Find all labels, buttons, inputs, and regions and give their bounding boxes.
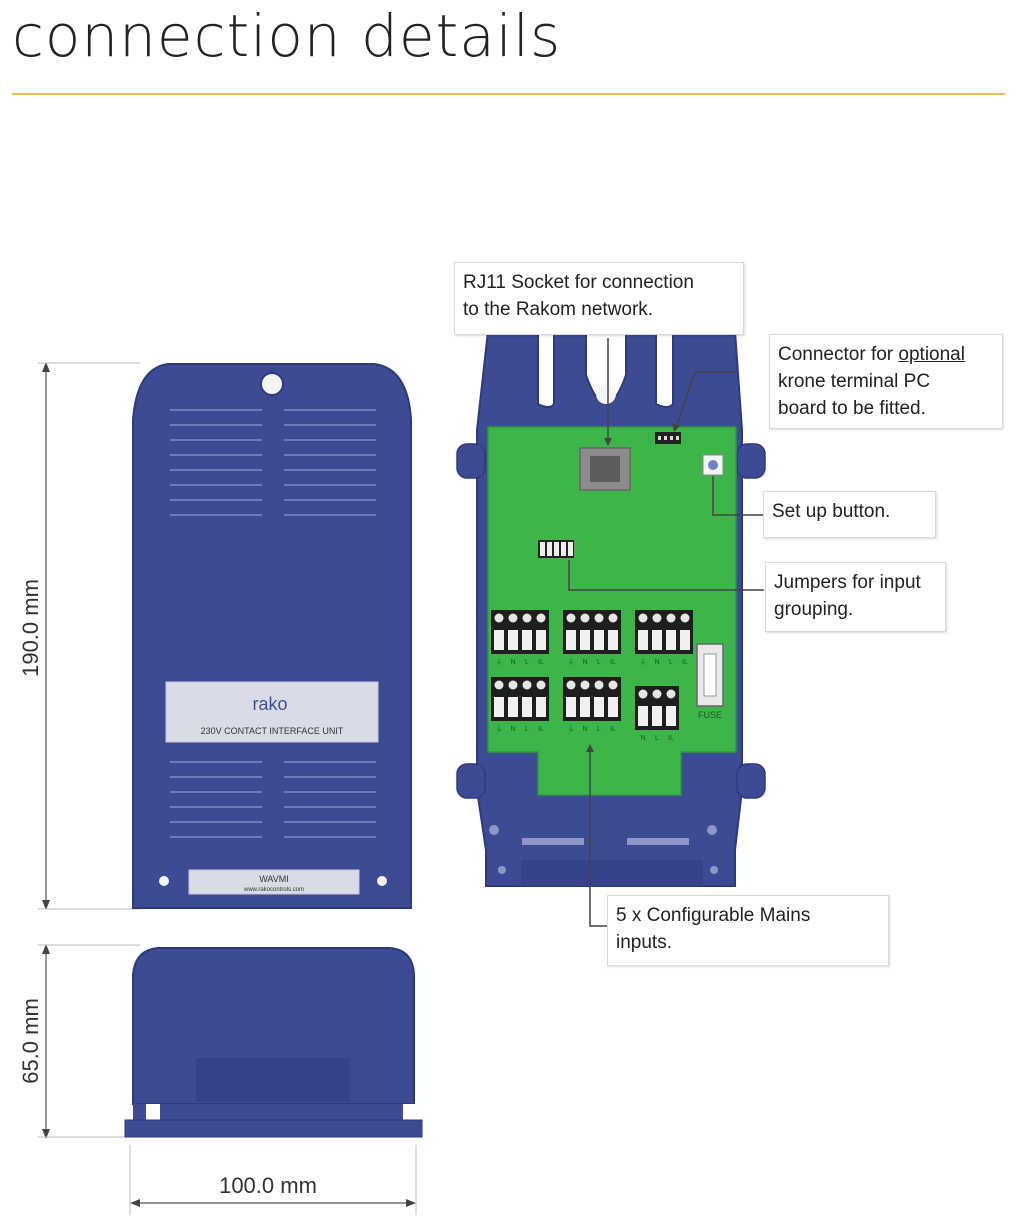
vent-top — [170, 409, 376, 516]
mains-input-terminals: ⏚ N L IL ⏚ N L IL ⏚ N L IL ⏚ N L IL ⏚ N L IL N L IL — [491, 610, 693, 742]
terminal-label: L — [525, 659, 529, 666]
height-side-label: 65.0 mm — [18, 998, 43, 1084]
width-dimension: 100.0 mm — [129, 1145, 417, 1215]
width-label: 100.0 mm — [219, 1173, 317, 1198]
terminal-label: ⏚ — [568, 658, 575, 666]
jumper-block — [538, 540, 574, 558]
callout-rj11-line2: to the Rakom network. — [463, 299, 654, 320]
fuse-label: FUSE — [698, 710, 722, 720]
callout-setup-line1: Set up button. — [772, 501, 891, 522]
callout-connector-line2: krone terminal PC — [778, 371, 931, 392]
terminal-label: ⏚ — [640, 658, 647, 666]
screw-hole-right — [377, 876, 387, 886]
screw-hole-left — [159, 876, 169, 886]
terminal-label: N — [640, 735, 645, 742]
terminal-label: L — [525, 726, 529, 733]
model-label-plate — [188, 869, 360, 895]
terminal-label: IL — [610, 726, 616, 733]
callout-setup: Set up button. — [763, 491, 936, 538]
website-label: www.rakocontrols.com — [243, 887, 304, 893]
callout-mains-line1: 5 x Configurable Mains — [616, 905, 811, 926]
callout-mains: 5 x Configurable Mains inputs. — [607, 895, 889, 966]
terminal-label: IL — [668, 735, 674, 742]
callout-connector-line3: board to be fitted. — [778, 398, 926, 419]
callout-jumpers: Jumpers for input grouping. — [765, 562, 946, 632]
product-label: 230V CONTACT INTERFACE UNIT — [201, 726, 344, 736]
callout-rj11-line1: RJ11 Socket for connection — [463, 272, 694, 293]
terminal-label: N — [510, 726, 515, 733]
terminal-label: L — [597, 726, 601, 733]
terminal-block: ⏚ N L IL — [563, 677, 621, 733]
terminal-label: IL — [538, 726, 544, 733]
krone-connector — [655, 432, 681, 444]
title-divider — [12, 93, 1005, 95]
terminal-label: IL — [682, 659, 688, 666]
terminal-label: N — [582, 659, 587, 666]
terminal-label: ⏚ — [496, 658, 503, 666]
height-main-label: 190.0 mm — [18, 579, 43, 677]
callout-connector-prefix: Connector for — [778, 344, 899, 365]
mounting-hole — [260, 372, 284, 396]
terminal-label: L — [655, 735, 659, 742]
callout-jumpers-line1: Jumpers for input — [774, 572, 921, 593]
model-label: WAVMI — [259, 874, 289, 884]
callout-rj11: RJ11 Socket for connection to the Rakom … — [454, 262, 744, 335]
terminal-label: L — [669, 659, 673, 666]
terminal-label: ⏚ — [496, 725, 503, 733]
open-unit: ⏚ N L IL ⏚ N L IL ⏚ N L IL ⏚ N L IL ⏚ N L IL N L IL FUSE — [456, 330, 766, 887]
height-dimension-main: 190.0 mm — [18, 362, 140, 910]
terminal-block: ⏚ N L IL — [635, 610, 693, 666]
height-dimension-side: 65.0 mm — [18, 944, 140, 1139]
terminal-block: ⏚ N L IL — [491, 610, 549, 666]
callout-mains-line2: inputs. — [616, 932, 672, 953]
terminal-block: ⏚ N L IL — [491, 677, 549, 733]
side-view — [124, 947, 423, 1138]
terminal-label: N — [654, 659, 659, 666]
callout-jumpers-line2: grouping. — [774, 599, 854, 620]
terminal-label: L — [597, 659, 601, 666]
callout-connector-line1: Connector for optional — [778, 341, 994, 368]
terminal-block: N L IL — [635, 686, 679, 742]
terminal-label: N — [510, 659, 515, 666]
front-unit: rako 230V CONTACT INTERFACE UNIT WAVMI w… — [132, 363, 412, 909]
brand-label: rako — [252, 694, 287, 714]
side-recess — [196, 1058, 350, 1102]
terminal-label: IL — [610, 659, 616, 666]
vent-bottom — [170, 761, 376, 838]
callout-connector: Connector for optional krone terminal PC… — [769, 334, 1003, 429]
page-title: connection details — [12, 2, 562, 70]
terminal-label: N — [582, 726, 587, 733]
terminal-label: IL — [538, 659, 544, 666]
callout-connector-underlined: optional — [898, 344, 965, 365]
product-label-plate — [165, 681, 379, 743]
terminal-label: ⏚ — [568, 725, 575, 733]
terminal-block: ⏚ N L IL — [563, 610, 621, 666]
leader-lines — [568, 338, 764, 927]
